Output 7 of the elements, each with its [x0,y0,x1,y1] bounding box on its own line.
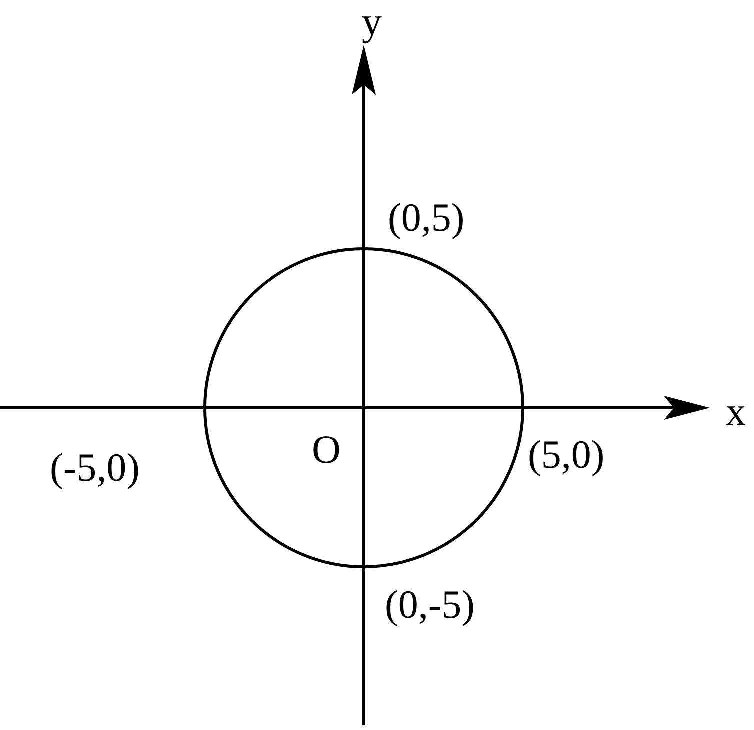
point-label: (-5,0) [50,448,140,488]
point-label: (5,0) [528,435,605,475]
point-label: (0,-5) [385,585,475,625]
origin-label: O [312,430,341,470]
axis-label: y [362,2,382,42]
point-label: (0,5) [388,198,465,238]
axis-label: x [726,392,746,432]
